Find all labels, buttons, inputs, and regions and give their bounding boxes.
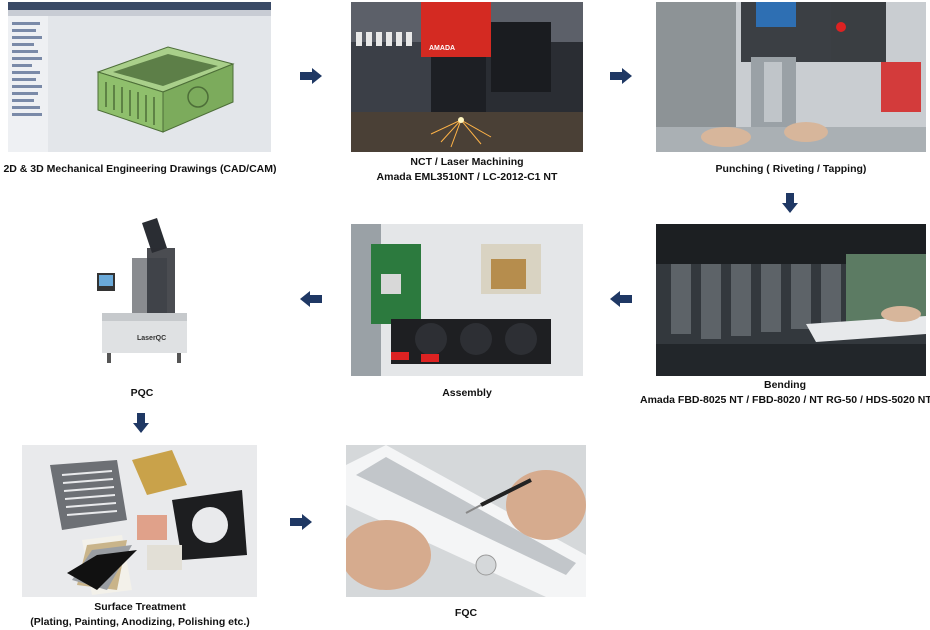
- cad-drawing-image: [8, 2, 271, 152]
- punching-title: Punching ( Riveting / Tapping): [715, 163, 867, 175]
- punching-machine-image: [656, 2, 926, 152]
- surface-title: Surface Treatment: [94, 601, 186, 613]
- surface-treatment-image: [22, 445, 257, 597]
- fqc-title: FQC: [454, 607, 478, 619]
- punching-caption: Punching ( Riveting / Tapping): [650, 162, 930, 177]
- assembly-title: Assembly: [442, 387, 492, 399]
- fqc-image: [346, 445, 586, 597]
- laser-title: NCT / Laser Machining: [410, 156, 524, 168]
- surface-caption: Surface Treatment (Plating, Painting, An…: [15, 600, 265, 630]
- arrow-down-icon: [133, 413, 149, 433]
- arrow-right-icon: [300, 68, 322, 84]
- bending-caption: Bending Amada FBD-8025 NT / FBD-8020 / N…: [640, 378, 930, 408]
- bending-machine-image: [656, 224, 926, 376]
- cad-caption: 2D & 3D Mechanical Engineering Drawings …: [0, 162, 280, 177]
- assembly-caption: Assembly: [351, 386, 583, 401]
- arrow-left-icon: [610, 291, 632, 307]
- surface-subtitle: (Plating, Painting, Anodizing, Polishing…: [30, 616, 250, 628]
- pqc-brand-label: LaserQC: [137, 335, 166, 342]
- arrow-down-icon: [782, 193, 798, 213]
- laser-machine-image: AMADA: [351, 2, 583, 152]
- cad-title: 2D & 3D Mechanical Engineering Drawings …: [3, 163, 277, 175]
- laser-brand-label: AMADA: [429, 45, 455, 52]
- arrow-right-icon: [290, 514, 312, 530]
- arrow-left-icon: [300, 291, 322, 307]
- bending-title: Bending: [764, 379, 806, 391]
- laser-subtitle: Amada EML3510NT / LC-2012-C1 NT: [376, 171, 558, 183]
- arrow-right-icon: [610, 68, 632, 84]
- fqc-caption: FQC: [346, 606, 586, 621]
- bending-subtitle: Amada FBD-8025 NT / FBD-8020 / NT RG-50 …: [640, 394, 930, 406]
- pqc-title: PQC: [130, 387, 154, 399]
- laser-caption: NCT / Laser Machining Amada EML3510NT / …: [330, 155, 604, 185]
- pqc-caption: PQC: [90, 386, 194, 401]
- pqc-machine-image: LaserQC: [92, 218, 192, 370]
- assembly-image: [351, 224, 583, 376]
